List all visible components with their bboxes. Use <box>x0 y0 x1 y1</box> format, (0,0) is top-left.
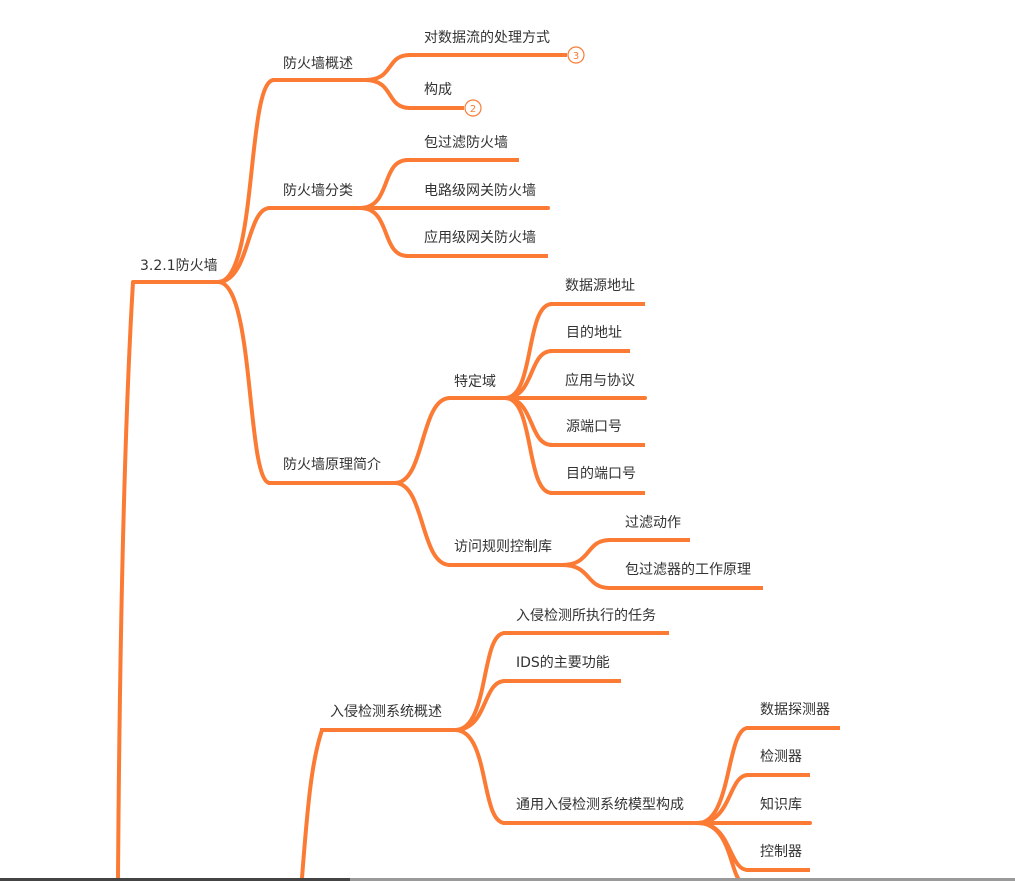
edge-root-overview <box>216 78 276 284</box>
svg-text:3: 3 <box>573 51 579 62</box>
node-ids-tasks[interactable]: 入侵检测所执行的任务 <box>516 607 656 624</box>
node-app-protocol[interactable]: 应用与协议 <box>565 372 635 389</box>
scrollbar-thumb[interactable] <box>350 878 1015 881</box>
node-source-address[interactable]: 数据源地址 <box>565 278 635 294</box>
svg-text:2: 2 <box>470 104 476 115</box>
nodes: 3.2.1防火墙 防火墙概述 对数据流的处理方式 3 构成 2 防火墙分类 包过… <box>133 30 840 872</box>
edge-rules-2 <box>560 563 612 590</box>
node-dest-port[interactable]: 目的端口号 <box>566 466 636 482</box>
node-composition[interactable]: 构成 <box>424 82 452 98</box>
edge-root-types <box>216 206 272 284</box>
edge-rules-1 <box>560 538 612 567</box>
node-specific-domain[interactable]: 特定域 <box>454 374 496 390</box>
edge-types-packet <box>358 158 410 210</box>
node-packet-filter[interactable]: 包过滤防火墙 <box>424 135 508 151</box>
connector-lines <box>116 53 812 881</box>
node-circuit-gateway[interactable]: 电路级网关防火墙 <box>424 183 536 199</box>
node-packet-filter-principle[interactable]: 包过滤器的工作原理 <box>625 562 751 578</box>
edge-overview-flow <box>363 53 412 82</box>
node-access-rules[interactable]: 访问规则控制库 <box>454 539 552 555</box>
node-controller[interactable]: 控制器 <box>760 844 802 860</box>
edge-ids-3 <box>453 728 507 825</box>
edge-domain-5 <box>503 396 554 495</box>
node-firewall-principle[interactable]: 防火墙原理简介 <box>283 456 381 473</box>
horizontal-scrollbar[interactable] <box>0 878 1015 881</box>
node-firewall-types[interactable]: 防火墙分类 <box>283 183 353 199</box>
edge-root-principle <box>216 280 272 485</box>
edge-model-4 <box>696 821 750 872</box>
node-dest-address[interactable]: 目的地址 <box>566 325 622 341</box>
node-detector[interactable]: 检测器 <box>760 749 802 765</box>
node-ids-model[interactable]: 通用入侵检测系统模型构成 <box>516 796 684 813</box>
node-ids-overview[interactable]: 入侵检测系统概述 <box>330 703 442 720</box>
collapse-badge[interactable]: 2 <box>464 99 482 117</box>
edge-model-5 <box>696 821 744 881</box>
edge-overview-composition <box>363 78 412 110</box>
node-firewall-overview[interactable]: 防火墙概述 <box>283 56 353 72</box>
node-filter-action[interactable]: 过滤动作 <box>625 515 681 531</box>
node-ids-functions[interactable]: IDS的主要功能 <box>516 655 610 671</box>
node-source-port[interactable]: 源端口号 <box>566 419 622 435</box>
node-app-gateway[interactable]: 应用级网关防火墙 <box>424 229 536 246</box>
edge-principle-rules <box>393 481 452 567</box>
edge-principle-domain <box>393 396 452 485</box>
root-node[interactable]: 3.2.1防火墙 <box>140 258 218 274</box>
node-data-probe[interactable]: 数据探测器 <box>760 702 830 718</box>
collapse-badge[interactable]: 3 <box>567 46 585 64</box>
node-dataflow-handling[interactable]: 对数据流的处理方式 <box>424 30 550 46</box>
node-knowledge-base[interactable]: 知识库 <box>760 796 802 813</box>
edge-ids-2 <box>453 679 507 732</box>
trunk-line <box>116 280 135 880</box>
trunk-line-2 <box>300 728 324 880</box>
edge-types-app <box>358 206 410 258</box>
